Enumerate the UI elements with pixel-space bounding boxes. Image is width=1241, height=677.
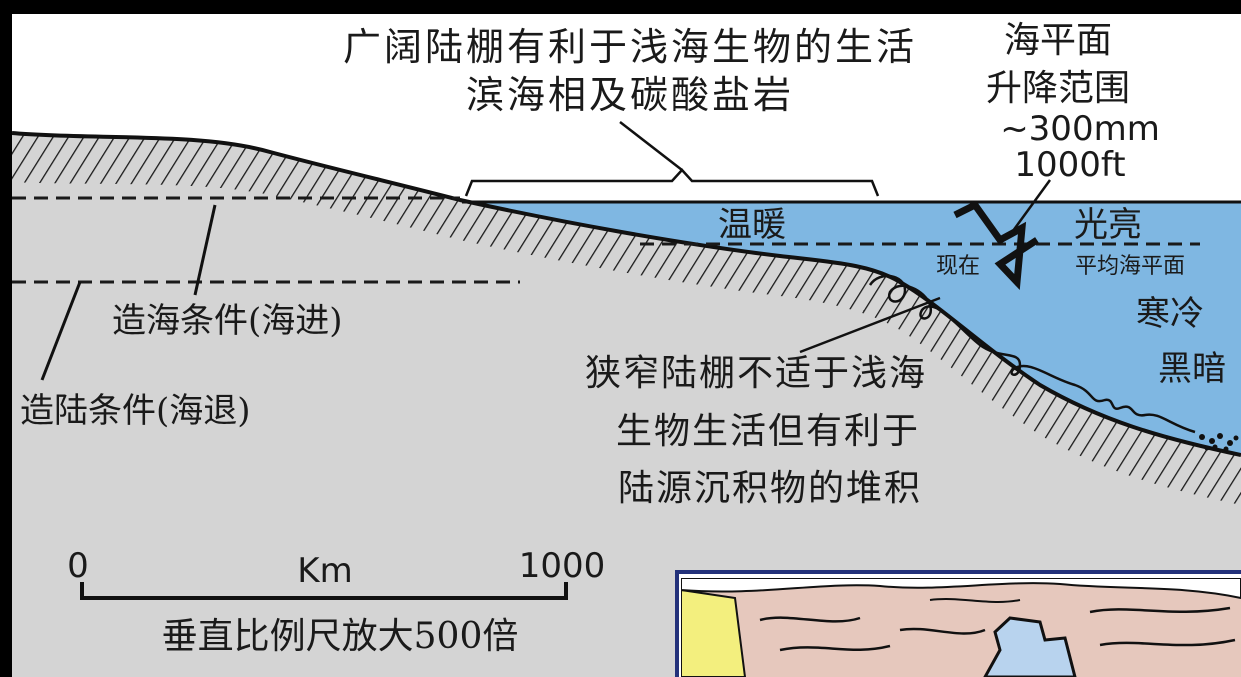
broad-shelf-label-1: 广阔陆棚有利于浅海生物的生活 — [343, 25, 917, 69]
sea-level-label-1: 海平面 — [1004, 20, 1112, 61]
broad-shelf-leader — [619, 121, 683, 171]
sediment-dots — [1199, 433, 1239, 452]
bright-label: 光亮 — [1074, 205, 1142, 245]
sea-body — [462, 202, 1241, 455]
transgression-label: 造海条件(海进) — [112, 301, 343, 341]
scale-start-label: 0 — [67, 546, 89, 586]
narrow-shelf-label-3: 陆源沉积物的堆积 — [618, 468, 922, 509]
inset-illustration — [675, 570, 1241, 677]
sea-level-range-zigzag — [953, 200, 1039, 291]
sediment-flow-loops — [868, 274, 1196, 434]
narrow-shelf-label-1: 狭窄陆棚不适于浅海 — [585, 353, 927, 394]
cold-label: 寒冷 — [1136, 294, 1204, 334]
range-mm-label: ~300mm — [1000, 109, 1160, 149]
seabed-line — [11, 131, 1241, 457]
range-ft-label: 1000ft — [1014, 145, 1125, 185]
scale-end-label: 1000 — [519, 546, 606, 586]
mean-sea-level-label: 平均海平面 — [1075, 254, 1185, 279]
scale-unit-label: Km — [297, 551, 352, 591]
warm-label: 温暖 — [718, 205, 786, 245]
hatched-strata — [12, 133, 1241, 505]
rock-body — [12, 133, 1241, 677]
present-label: 现在 — [936, 254, 980, 279]
scale-bar: 0 Km 1000 垂直比例尺放大500倍 — [67, 546, 605, 657]
sea-level-label-2: 升降范围 — [986, 68, 1130, 109]
broad-shelf-label-2: 滨海相及碳酸盐岩 — [466, 73, 794, 117]
transgression-leader — [193, 204, 217, 296]
regression-label: 造陆条件(海退) — [20, 391, 251, 431]
scale-bar-line — [80, 582, 568, 600]
regression-leader — [40, 281, 82, 381]
narrow-shelf-leader — [799, 296, 941, 354]
dark-label: 黑暗 — [1158, 349, 1226, 389]
scale-caption: 垂直比例尺放大500倍 — [162, 616, 519, 657]
range-leader — [1008, 179, 1052, 236]
narrow-shelf-label-2: 生物生活但有利于 — [616, 411, 920, 452]
